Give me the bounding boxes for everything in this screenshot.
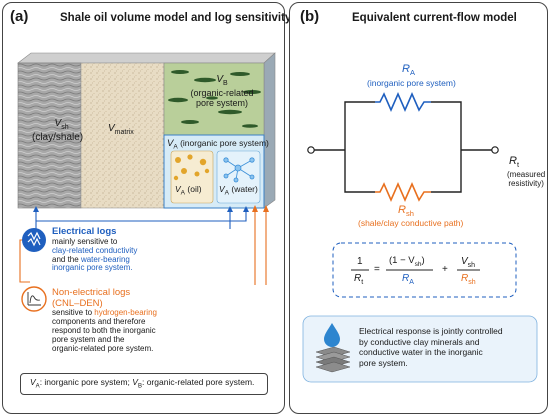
electrical-logs-text: Electrical logs mainly sensitive to clay… [52, 226, 138, 273]
rt-desc: (measured resistivity) [507, 170, 546, 188]
water-network [223, 157, 255, 183]
water-sub-box [216, 150, 261, 204]
resistor-ra [375, 92, 431, 112]
rt-symbol: Rt [509, 155, 520, 170]
panel-a-title: Shale oil volume model and log sensitivi… [60, 12, 292, 24]
right-terminal [491, 146, 499, 154]
nonelectrical-arrowheads [252, 205, 269, 212]
v-a-water-label: VA (water) [219, 184, 258, 197]
panel-a-label: (a) [10, 8, 29, 25]
rsh-desc: (shale/clay conductive path) [358, 218, 464, 228]
clay-shale-column [17, 62, 82, 209]
ra-desc: (inorganic pore system) [367, 78, 456, 88]
note-text: Electrical response is jointly controlle… [359, 326, 503, 368]
left-terminal [307, 146, 315, 154]
electrical-arrowheads [33, 206, 249, 212]
v-matrix-label: Vmatrix [108, 123, 134, 136]
eq-num2: Vsh [461, 256, 476, 269]
matrix-column [80, 62, 165, 209]
resistor-rsh [375, 182, 431, 202]
legend-text: VA: inorganic pore system; VB: organic-r… [30, 377, 255, 390]
nonelectrical-logs-text: Non-electrical logs (CNL–DEN) sensitive … [52, 287, 157, 354]
note-box [302, 315, 538, 383]
clay-layers-icon [315, 346, 351, 373]
rsh-symbol: Rsh [398, 204, 414, 219]
legend-box [20, 373, 268, 395]
oil-droplets [173, 154, 210, 181]
eq-rt: Rt [354, 273, 364, 286]
ra-symbol: RA [402, 63, 415, 78]
v-a-oil-label: VA (oil) [175, 184, 202, 197]
v-sh-label: Vsh (clay/shale) [32, 118, 84, 143]
eq-num1: (1 − Vsh) [389, 255, 425, 268]
water-drop-icon [324, 323, 340, 347]
eq-den1: RA [402, 273, 414, 286]
panel-b-title: Equivalent current-flow model [352, 12, 517, 24]
eq-equals: = [374, 264, 380, 275]
organic-streaks [168, 70, 261, 128]
v-b-label: VB (organic-related pore system) [190, 74, 254, 108]
eq-den2: Rsh [461, 273, 476, 286]
v-a-label: VA (inorganic pore system) [167, 138, 269, 151]
eq-one: 1 [357, 256, 363, 267]
circuit-wires [314, 101, 492, 193]
eq-plus: + [442, 264, 448, 275]
panel-b-label: (b) [300, 8, 320, 25]
